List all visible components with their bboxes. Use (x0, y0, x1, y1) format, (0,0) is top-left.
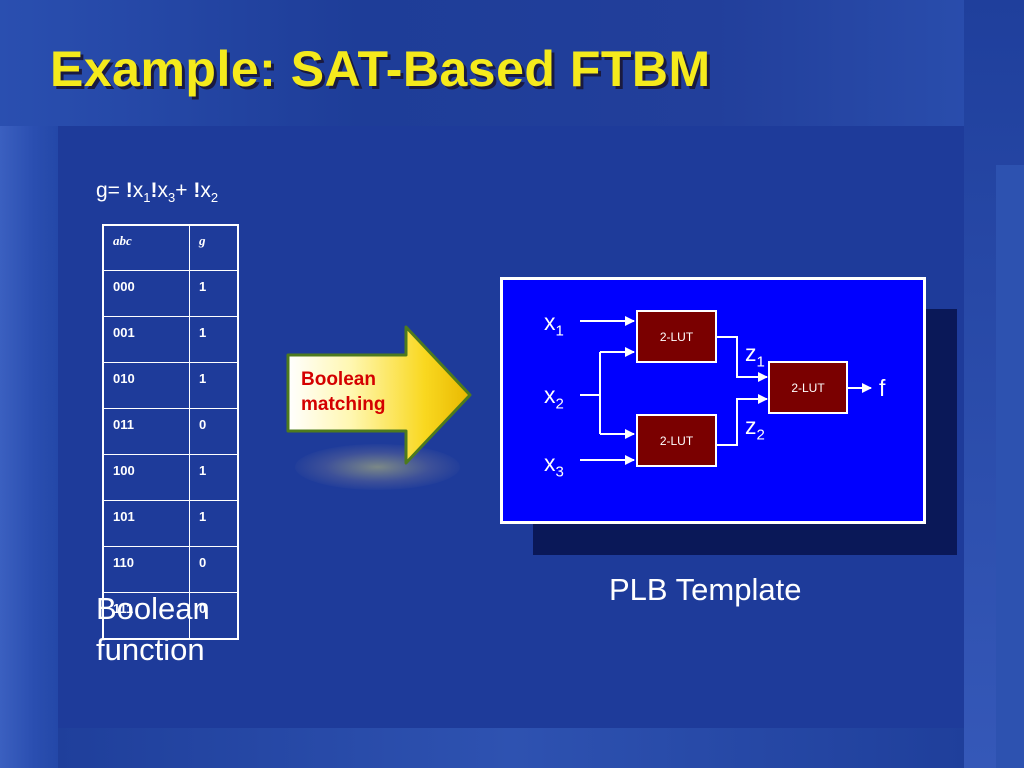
column-header-abc: abc (102, 224, 190, 271)
arrow-label-line: Boolean (301, 369, 376, 390)
signal-index: 2 (555, 395, 564, 413)
output-cell: 1 (189, 270, 239, 317)
not-operator: ! (193, 179, 201, 202)
signal-f: f (879, 375, 886, 401)
input-cell: 001 (102, 316, 190, 363)
boolean-function-caption: Boolean function (96, 588, 296, 670)
output-cell: 0 (189, 592, 239, 640)
title-bar (0, 0, 1024, 126)
boolean-matching-label: Boolean matching (301, 367, 385, 417)
arrow-shadow (295, 444, 460, 490)
signal-letter: z (745, 413, 757, 439)
lut-block-output: 2-LUT (768, 361, 848, 414)
output-cell: 0 (189, 546, 239, 593)
signal-letter: x (544, 450, 556, 476)
signal-index: 1 (555, 322, 564, 340)
signal-z1: z1 (745, 340, 765, 371)
slide-title: Example: SAT-Based FTBM (50, 41, 711, 97)
signal-index: 1 (756, 353, 765, 371)
output-cell: 1 (189, 316, 239, 363)
right-arrow-icon (286, 325, 472, 465)
right-edge-strip (996, 165, 1024, 768)
signal-letter: z (745, 340, 757, 366)
signal-x2: x2 (544, 382, 564, 413)
input-cell: 000 (102, 270, 190, 317)
output-cell: 1 (189, 362, 239, 409)
formula-sub: 1 (143, 190, 151, 206)
bottom-accent-bar (58, 728, 964, 768)
signal-letter: x (544, 309, 556, 335)
signal-z2: z2 (745, 413, 765, 444)
lut-block-bottom: 2-LUT (636, 414, 717, 467)
left-accent-bar (0, 126, 58, 768)
formula-plus: + (175, 179, 194, 202)
formula-lhs: g= (96, 179, 126, 202)
output-cell: 0 (189, 408, 239, 455)
not-operator: ! (125, 179, 133, 202)
signal-x3: x3 (544, 450, 564, 481)
table-header-row: abc g (102, 224, 239, 271)
signal-index: 3 (555, 463, 564, 481)
not-operator: ! (150, 179, 158, 202)
input-cell: 011 (102, 408, 190, 455)
arrow-label-line: matching (301, 394, 386, 415)
boolean-formula: g= !x1!x3+ !x2 (96, 179, 218, 205)
output-cell: 1 (189, 500, 239, 547)
column-header-g: g (189, 224, 239, 271)
formula-var: x (132, 179, 144, 202)
formula-var: x (157, 179, 169, 202)
formula-var: x (200, 179, 211, 202)
lut-block-top: 2-LUT (636, 310, 717, 363)
caption-line: function (96, 632, 205, 667)
caption-line: Boolean (96, 591, 210, 626)
signal-index: 2 (756, 426, 765, 444)
input-cell: 110 (102, 546, 190, 593)
formula-sub: 3 (168, 190, 176, 206)
signal-x1: x1 (544, 309, 564, 340)
formula-sub: 2 (210, 190, 219, 206)
plb-template-caption: PLB Template (609, 572, 802, 607)
signal-letter: x (544, 382, 556, 408)
input-cell: 010 (102, 362, 190, 409)
input-cell: 111 (102, 592, 190, 640)
